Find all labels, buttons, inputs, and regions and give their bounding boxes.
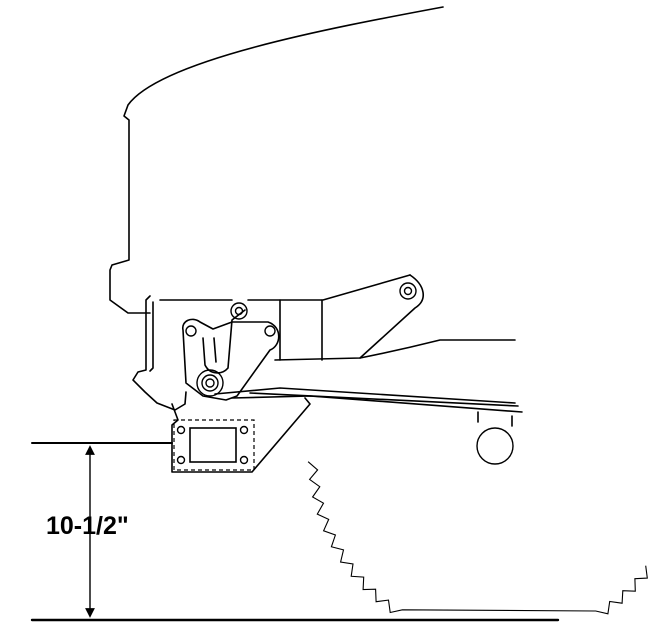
main-pivot-icon [205, 378, 215, 388]
upper-arm [359, 274, 424, 359]
pivot-icon [230, 302, 248, 320]
body-lower-line [274, 339, 516, 361]
front-guard-inner [149, 301, 154, 372]
pivot-icon [264, 325, 276, 337]
main-pivot-icon [201, 374, 219, 392]
link-arm-inner [213, 337, 217, 363]
pivot-icon [234, 306, 244, 316]
bolt-icon [239, 455, 249, 465]
main-pivot-icon [196, 369, 224, 397]
roller-wheel-icon [476, 427, 514, 465]
bolt-icon [239, 425, 249, 435]
nameplate-inner [189, 427, 237, 463]
bolt-icon [176, 425, 186, 435]
link-plate [182, 318, 280, 401]
dimension-label: 10-1/2" [46, 512, 129, 540]
rail-mid [249, 392, 519, 407]
roller-bracket [477, 411, 513, 427]
pivot-icon [403, 286, 413, 296]
housing-outline [109, 6, 444, 314]
pivot-icon [185, 325, 197, 337]
bolt-icon [176, 455, 186, 465]
rail-top [214, 387, 516, 404]
front-guard [132, 295, 187, 411]
nameplate-dashed [173, 419, 255, 471]
upper-beam [159, 274, 411, 301]
saw-blade [307, 461, 648, 615]
pivot-icon [399, 282, 417, 300]
